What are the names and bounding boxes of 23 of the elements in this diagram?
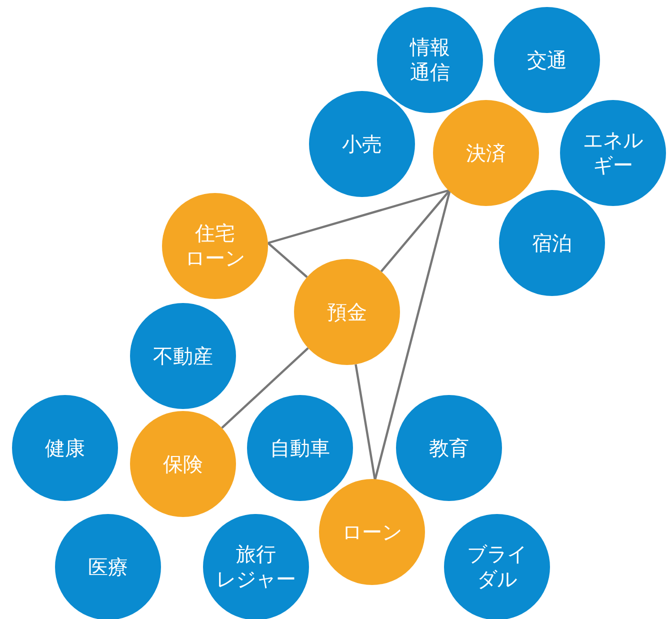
- category-circle: 医療: [55, 514, 161, 619]
- category-circle: 情報通信: [377, 7, 483, 113]
- category-circle: 自動車: [247, 395, 353, 501]
- category-circle: 不動産: [130, 303, 236, 409]
- category-circle: 決済: [433, 100, 539, 206]
- category-circle: 旅行レジャー: [203, 514, 309, 619]
- category-circle: 健康: [12, 395, 118, 501]
- category-circle: 教育: [396, 395, 502, 501]
- connector-line: [267, 242, 308, 278]
- category-circle: 保険: [130, 411, 236, 517]
- category-circle: 小売: [309, 91, 415, 197]
- category-circle: 交通: [494, 7, 600, 113]
- connector-line: [374, 190, 452, 480]
- category-circle: ブライダル: [444, 514, 550, 619]
- connector-line: [354, 364, 376, 480]
- category-circle: 宿泊: [499, 190, 605, 296]
- connector-line: [380, 189, 451, 272]
- category-circle: 預金: [294, 259, 400, 365]
- category-circle: 住宅ローン: [162, 193, 268, 299]
- category-circle: ローン: [319, 479, 425, 585]
- connector-line: [221, 347, 309, 429]
- category-circle: エネルギー: [560, 100, 666, 206]
- connector-line: [268, 188, 450, 244]
